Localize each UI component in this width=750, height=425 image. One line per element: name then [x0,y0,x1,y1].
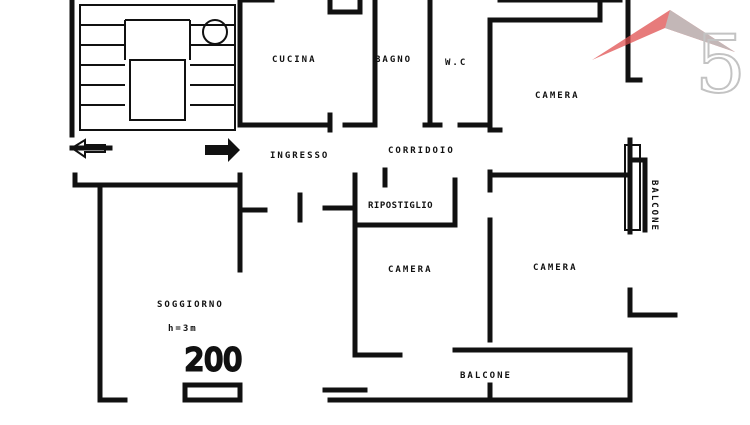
label-living-height: h=3m [168,324,198,334]
walls [69,0,678,403]
label-kitchen: CUCINA [272,55,317,65]
label-bedroom-middle: CAMERA [388,265,433,275]
label-bedroom-right: CAMERA [533,263,578,273]
label-bedroom-top: CAMERA [535,91,580,101]
svg-text:5: 5 [695,18,746,111]
watermark-logo: 5 [592,10,747,112]
label-storage: RIPOSTIGLIO [368,201,433,211]
annotation-number: 200 [185,343,242,378]
label-living: SOGGIORNO [157,300,224,310]
label-balcony-bottom: BALCONE [460,371,512,381]
label-balcony-right: BALCONE [649,180,659,232]
label-entrance: INGRESSO [270,151,329,161]
stair-arrow-icon [70,138,106,159]
label-corridor: CORRIDOIO [388,146,455,156]
label-wc: W.C [445,58,467,68]
label-bathroom: BAGNO [375,55,412,65]
entrance-arrow-icon [205,138,240,162]
